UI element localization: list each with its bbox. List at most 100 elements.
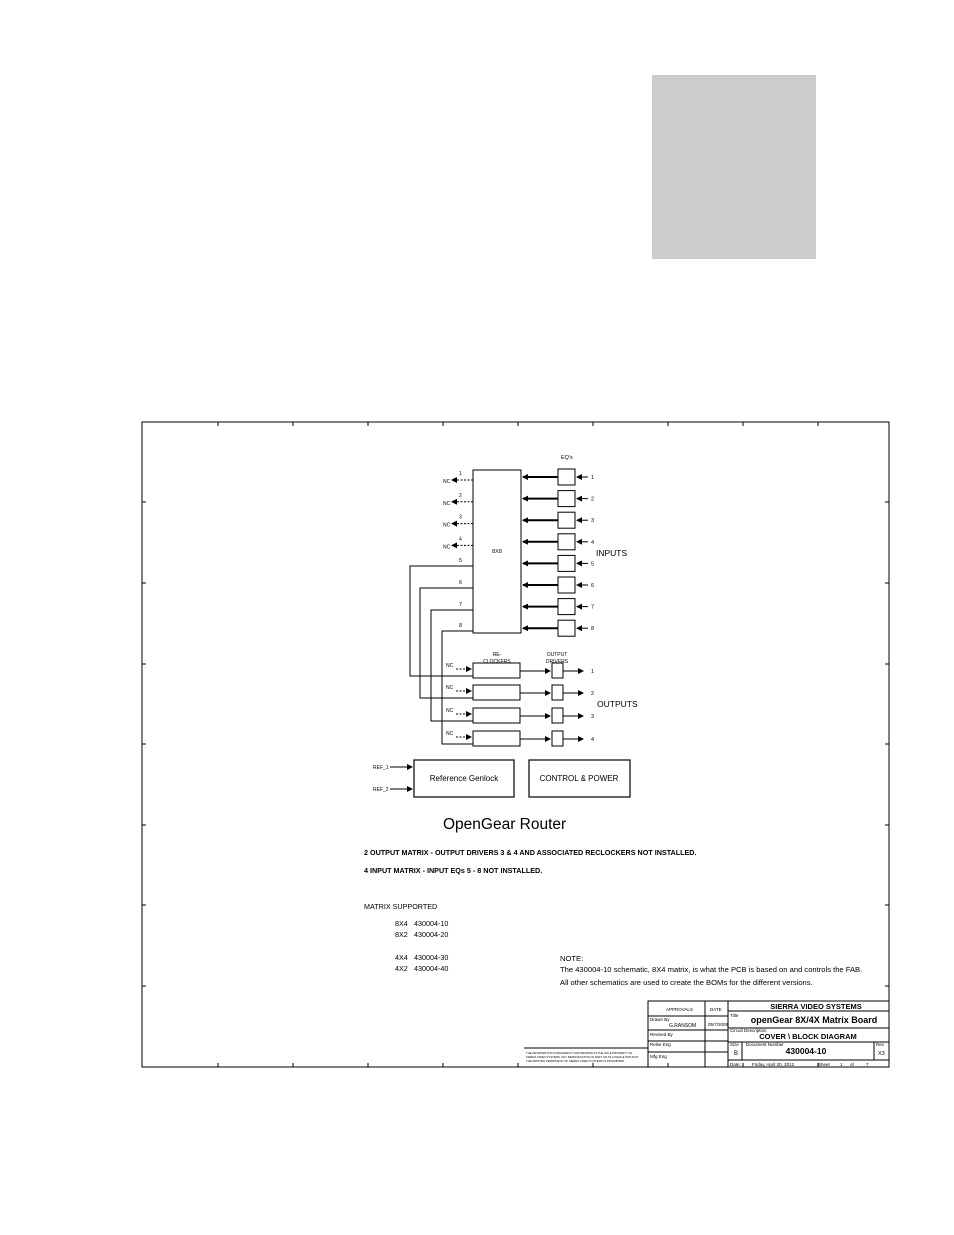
inputs-label: INPUTS [596, 548, 628, 558]
driver-box-3 [551, 707, 564, 724]
sheets-value: 7 [866, 1062, 869, 1067]
revised-by-label: Revised By [650, 1032, 674, 1037]
eq-header: EQ's [561, 455, 573, 461]
placeholder-gray-box [652, 75, 816, 259]
matrix-part-2: 430004-20 [414, 930, 448, 939]
drawn-date-value: 05/7/2009 [708, 1022, 729, 1027]
unused-output-number-2: 2 [459, 493, 462, 499]
reclocker-box-3 [472, 707, 521, 724]
circuit-description: COVER \ BLOCK DIAGRAM [759, 1032, 857, 1041]
reclocker-nc-label-3: NC [446, 708, 454, 714]
matrix-part-4: 430004-40 [414, 964, 448, 973]
drawing-title: openGear 8X/4X Matrix Board [751, 1015, 878, 1025]
control-power-block [528, 759, 631, 798]
reclockers-header-1: RE- [493, 652, 502, 658]
outputs-label: OUTPUTS [597, 699, 638, 709]
of-label: of [850, 1062, 855, 1067]
document-number-label: Document Number [746, 1042, 784, 1047]
ref-2-label: REF_2 [373, 787, 389, 793]
output-number-4: 4 [591, 737, 594, 743]
drawn-by-value: G.RANSOM [669, 1023, 696, 1029]
drawn-by-label: Drawn By [650, 1017, 670, 1022]
driver-box-4 [551, 730, 564, 747]
input-number-7: 7 [591, 605, 594, 611]
mfg-eng-label: Mfg Eng [650, 1054, 667, 1059]
matrix-output-number-2: 6 [459, 580, 462, 586]
approvals-label: APPROVALS [666, 1007, 693, 1012]
eq-box-2 [557, 490, 576, 508]
company-name: SIERRA VIDEO SYSTEMS [770, 1002, 861, 1011]
route-line-2 [419, 587, 473, 699]
nc-label-2: NC [443, 501, 451, 507]
input-number-2: 2 [591, 497, 594, 503]
matrix-block [472, 469, 522, 634]
output-routing-group: 5NC 1 6NC 2 7NC 3 8NC 4 [409, 558, 594, 747]
title-label: Title [730, 1013, 739, 1018]
input-number-4: 4 [591, 540, 594, 546]
date-value: Friday, April 20, 2012 [752, 1062, 795, 1067]
matrix-label: 8X8 [492, 549, 502, 555]
matrix-supported-title: MATRIX SUPPORTED [364, 902, 437, 911]
nc-label-3: NC [443, 523, 451, 529]
nc-label-4: NC [443, 544, 451, 550]
rev-value: X3 [878, 1051, 885, 1057]
nc-label-1: NC [443, 479, 451, 485]
eq-box-6 [557, 576, 576, 594]
sheet-value: 1 [840, 1062, 843, 1067]
output-number-3: 3 [591, 714, 594, 720]
route-line-4 [441, 630, 473, 745]
disclaimer-line-3: THE WRITTEN PERMISSION OF SIERRA VIDEO S… [526, 1059, 625, 1063]
reclocker-nc-label-1: NC [446, 663, 454, 669]
unused-output-number-3: 3 [459, 515, 462, 521]
matrix-size-4: 4X2 [395, 964, 408, 973]
circuit-description-label: Circuit Description [730, 1028, 767, 1033]
matrix-output-number-3: 7 [459, 602, 462, 608]
release-eng-label: Relse Eng [650, 1042, 671, 1047]
disclaimer-line-2: SIERRA VIDEO SYSTEMS. ANY REPRODUCTION I… [526, 1055, 639, 1059]
unused-output-number-1: 1 [459, 471, 462, 477]
date-col-label: DATE [710, 1007, 722, 1012]
size-value: B [734, 1051, 738, 1057]
sheet-label: Sheet [818, 1062, 831, 1067]
document-number: 430004-10 [786, 1046, 827, 1056]
ref-1-label: REF_1 [373, 765, 389, 771]
reference-genlock-label: Reference Genlock [430, 774, 499, 783]
output-drivers-header-1: OUTPUT [547, 652, 568, 658]
input-number-1: 1 [591, 475, 594, 481]
input-number-5: 5 [591, 561, 594, 567]
date-row-label: Date: [730, 1062, 741, 1067]
note-line-1: The 430004-10 schematic, 8X4 matrix, is … [560, 965, 862, 974]
disclaimer-line-1: THE INFORMATION CONTAINED IN THIS DRAWIN… [526, 1051, 633, 1055]
reclocker-nc-label-2: NC [446, 685, 454, 691]
router-title: OpenGear Router [443, 816, 566, 833]
reclocker-box-4 [472, 730, 521, 747]
note-output-matrix: 2 OUTPUT MATRIX - OUTPUT DRIVERS 3 & 4 A… [364, 848, 697, 857]
eq-box-3 [557, 511, 576, 529]
matrix-size-1: 8X4 [395, 919, 408, 928]
border-ticks [142, 422, 889, 1067]
output-number-2: 2 [591, 691, 594, 697]
title-block [524, 1000, 890, 1068]
output-drivers-header-2: DRIVERS [546, 659, 569, 665]
eq-box-7 [557, 598, 576, 616]
input-number-8: 8 [591, 626, 594, 632]
output-number-1: 1 [591, 669, 594, 675]
note-input-matrix: 4 INPUT MATRIX - INPUT EQs 5 - 8 NOT INS… [364, 866, 542, 875]
reclockers-header-2: CLOCKERS [483, 659, 511, 665]
matrix-part-3: 430004-30 [414, 953, 448, 962]
eq-box-5 [557, 554, 576, 572]
matrix-output-number-4: 8 [459, 623, 462, 629]
reference-genlock-block [413, 759, 515, 798]
eq-box-8 [557, 619, 576, 637]
note-title: NOTE: [560, 954, 583, 963]
input-number-6: 6 [591, 583, 594, 589]
reclocker-nc-label-4: NC [446, 731, 454, 737]
unused-output-number-4: 4 [459, 536, 462, 542]
note-line-2: All other schematics are used to create … [560, 978, 813, 987]
driver-box-2 [551, 684, 564, 701]
eq-box-4 [557, 533, 576, 551]
rev-label: Rev [876, 1042, 885, 1047]
